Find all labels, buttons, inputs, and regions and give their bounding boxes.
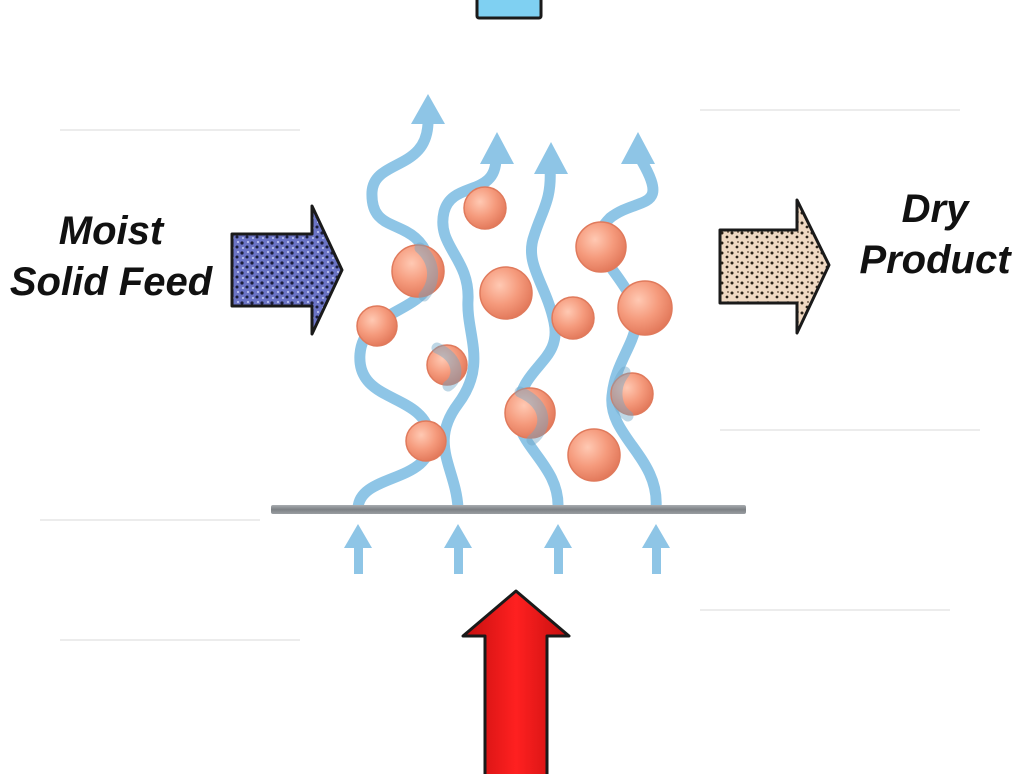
exhaust-duct-icon [475, 0, 543, 20]
dry-product-label: Dry Product [842, 184, 1024, 286]
feed-label-line-1: Moist [58, 209, 164, 253]
particle [617, 280, 673, 336]
stream-overlap [414, 242, 634, 446]
up-arrow-icon [444, 524, 472, 574]
particle [610, 372, 654, 416]
hot-air-arrow-icon [461, 589, 571, 774]
up-arrow-icon [642, 524, 670, 574]
particle [575, 221, 627, 273]
up-arrow-icon [411, 94, 445, 124]
up-arrow-icon [544, 524, 572, 574]
up-arrow-icon [480, 132, 514, 164]
particles [356, 186, 673, 482]
feed-label-line-2: Solid Feed [9, 260, 213, 305]
up-arrow-icon [534, 142, 568, 174]
up-arrow-icon [621, 132, 655, 164]
particle [504, 387, 556, 439]
particle [551, 296, 595, 340]
inlet-air-arrows [344, 524, 670, 574]
background-lines [40, 109, 980, 641]
moist-feed-arrow-icon [230, 204, 344, 336]
dry-product-arrow-icon [718, 198, 831, 335]
up-arrow-icon [344, 524, 372, 574]
product-label-line-2: Product [859, 238, 1011, 283]
product-label-line-1: Dry [901, 187, 969, 231]
particle [405, 420, 447, 462]
particle [479, 266, 533, 320]
particle [426, 344, 468, 386]
particle [391, 244, 445, 298]
distributor-plate [271, 505, 746, 514]
air-outlet-arrowheads [411, 94, 655, 174]
particle [567, 428, 621, 482]
air-stream-3 [511, 162, 564, 514]
moist-solid-feed-label: Moist Solid Feed [0, 206, 226, 308]
particle [356, 305, 398, 347]
particle [463, 186, 507, 230]
